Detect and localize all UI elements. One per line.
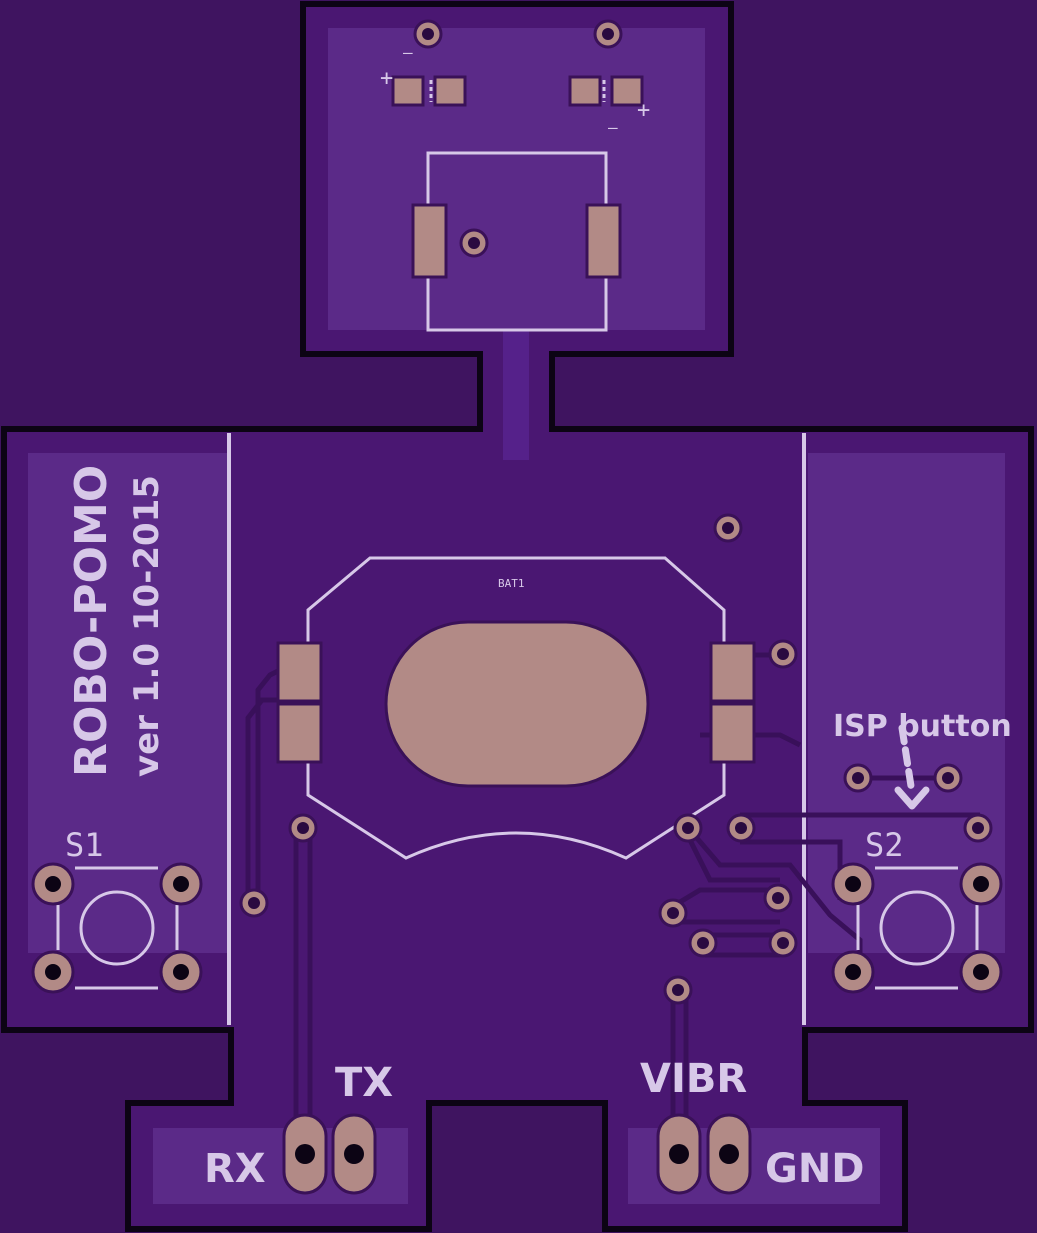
- led1-pad-b: [433, 75, 467, 107]
- isp-arrow-head: [894, 786, 930, 810]
- vias: [239, 513, 993, 1005]
- led2-pad-a: [568, 75, 602, 107]
- component-top-pad-right: [585, 203, 622, 279]
- switch-s2: [831, 862, 1003, 994]
- battery-pad-left-bottom: [276, 702, 323, 764]
- battery-pad-right-top: [709, 641, 756, 703]
- battery-ref: BAT1: [498, 577, 525, 590]
- s2-label: S2: [865, 826, 904, 864]
- isp-arrow: [898, 724, 915, 790]
- led1-minus: —: [403, 43, 413, 62]
- board-version: ver 1.0 10-2015: [127, 475, 167, 777]
- board-title: ROBO-POMO: [66, 465, 117, 777]
- battery-outline: [306, 556, 726, 860]
- switch-s1: [31, 862, 203, 994]
- isp-label: ISP button: [833, 709, 1012, 744]
- led2-minus: —: [608, 118, 618, 137]
- battery-contact: [384, 620, 650, 788]
- vibr-gnd-header: [656, 1113, 752, 1195]
- led2-plus: +: [637, 98, 650, 123]
- s1-label: S1: [65, 826, 104, 864]
- tx-label: TX: [335, 1060, 393, 1106]
- led1-pad-a: [391, 75, 425, 107]
- led2-pad-b: [610, 75, 644, 107]
- vibr-label: VIBR: [640, 1056, 747, 1102]
- led1-plus: +: [380, 66, 393, 91]
- traces: [245, 652, 980, 1120]
- battery-pad-left-top: [276, 641, 323, 703]
- rx-tx-header: [282, 1113, 377, 1195]
- component-top-pad-left: [411, 203, 448, 279]
- rx-label: RX: [204, 1146, 266, 1192]
- gnd-label: GND: [765, 1146, 865, 1192]
- battery-pad-right-bottom: [709, 702, 756, 764]
